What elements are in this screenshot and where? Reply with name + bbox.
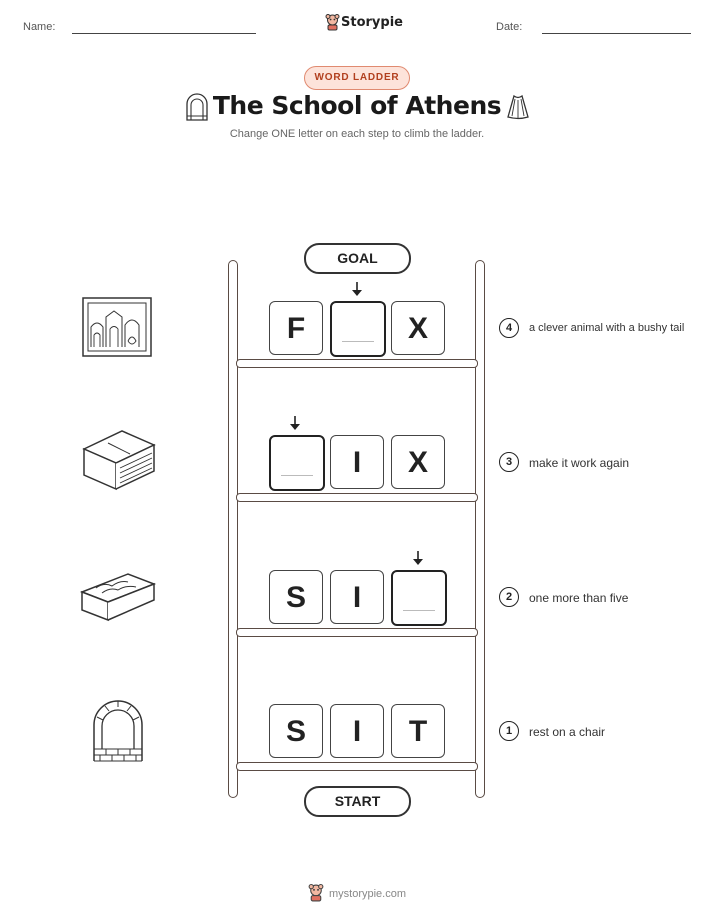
clue-text: one more than five	[529, 591, 629, 605]
letter-tile: S	[269, 570, 323, 624]
brand-name: Storypie	[341, 15, 403, 30]
letter-tile: X	[391, 435, 445, 489]
toga-icon	[507, 94, 529, 120]
letter-tile: I	[330, 435, 384, 489]
step-number-badge: 4	[499, 318, 519, 338]
letter-tile: T	[391, 704, 445, 758]
letter-tile: F	[269, 301, 323, 355]
goal-label: GOAL	[304, 243, 411, 274]
clue-text: rest on a chair	[529, 725, 606, 739]
date-field[interactable]	[542, 33, 691, 34]
letter-tile: I	[330, 704, 384, 758]
arch-icon	[93, 700, 143, 762]
painting-icon	[82, 297, 152, 357]
clue-text: make it work again	[529, 456, 630, 470]
footer: mystorypie.com	[308, 884, 418, 904]
clue-text: a clever animal with a bushy tail	[529, 322, 685, 334]
storypie-mascot-icon	[308, 884, 324, 902]
blank-letter-input[interactable]	[391, 570, 447, 626]
book-icon	[82, 430, 156, 491]
start-label: START	[304, 786, 411, 817]
step-number-badge: 1	[499, 721, 519, 741]
brand-logo: Storypie	[325, 14, 403, 32]
step-number-badge: 3	[499, 452, 519, 472]
letter-tile: S	[269, 704, 323, 758]
ladder-rung	[236, 359, 478, 368]
arrow-down-icon	[413, 551, 423, 565]
arch-window-icon	[186, 93, 208, 121]
blank-letter-input[interactable]	[269, 435, 325, 491]
tablet-icon	[79, 573, 157, 622]
footer-url[interactable]: mystorypie.com	[329, 888, 407, 900]
storypie-mascot-icon	[325, 14, 340, 31]
letter-tile: X	[391, 301, 445, 355]
ladder-right-rail	[475, 260, 485, 798]
name-field[interactable]	[72, 33, 256, 34]
letter-tile: I	[330, 570, 384, 624]
word-ladder-badge: WORD LADDER	[304, 66, 410, 90]
date-label: Date:	[496, 21, 523, 33]
ladder-left-rail	[228, 260, 238, 798]
instructions: Change ONE letter on each step to climb …	[229, 128, 485, 140]
arrow-down-icon	[290, 416, 300, 430]
step-number-badge: 2	[499, 587, 519, 607]
ladder-rung	[236, 493, 478, 502]
ladder-rung	[236, 628, 478, 637]
page-title: The School of Athens	[212, 91, 502, 120]
ladder-rung	[236, 762, 478, 771]
arrow-down-icon	[352, 282, 362, 296]
name-label: Name:	[23, 21, 56, 33]
blank-letter-input[interactable]	[330, 301, 386, 357]
